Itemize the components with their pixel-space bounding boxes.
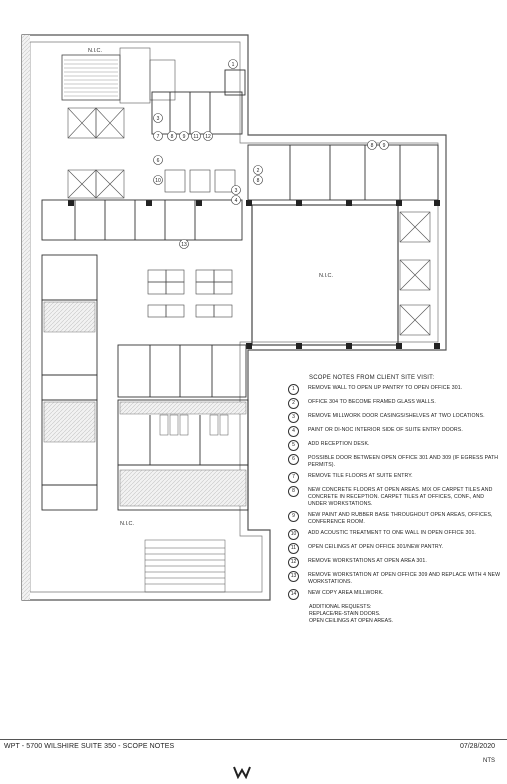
note-text: OPEN CEILINGS AT OPEN OFFICE 301/NEW PAN… bbox=[308, 544, 444, 550]
callout-number: 8 bbox=[257, 178, 260, 184]
note-number-badge: 14 bbox=[288, 589, 299, 600]
scope-note-item: 3 REMOVE MILLWORK DOOR CASINGS/SHELVES AT… bbox=[288, 412, 503, 423]
footer-divider bbox=[0, 739, 507, 740]
sheet-title: WPT - 5700 WILSHIRE SUITE 350 - SCOPE NO… bbox=[4, 743, 175, 750]
callout-marker: 8 bbox=[167, 131, 177, 141]
scope-note-item: 13 REMOVE WORKSTATION AT OPEN OFFICE 309 … bbox=[288, 571, 503, 586]
additional-requests-title: ADDITIONAL REQUESTS: bbox=[309, 604, 372, 610]
note-number-badge: 7 bbox=[288, 472, 299, 483]
callout-marker: 3 bbox=[153, 113, 163, 123]
scope-note-item: 5 ADD RECEPTION DESK. bbox=[288, 440, 503, 451]
scope-note-item: 11 OPEN CEILINGS AT OPEN OFFICE 301/NEW P… bbox=[288, 543, 503, 554]
w-logo-icon bbox=[233, 766, 251, 779]
note-text: REMOVE WALL TO OPEN UP PANTRY TO OPEN OF… bbox=[308, 385, 463, 391]
callout-marker: 9 bbox=[179, 131, 189, 141]
scope-note-item: 7 REMOVE TILE FLOORS AT SUITE ENTRY. bbox=[288, 472, 503, 483]
note-text: ADD ACOUSTIC TREATMENT TO ONE WALL IN OP… bbox=[308, 530, 476, 536]
note-text: NEW CONCRETE FLOORS AT OPEN AREAS. MIX O… bbox=[308, 487, 493, 507]
shafts-right bbox=[399, 211, 431, 336]
note-text: REMOVE WORKSTATIONS AT OPEN AREA 301. bbox=[308, 558, 427, 564]
callout-number: 11 bbox=[193, 134, 198, 140]
callout-marker: 12 bbox=[203, 131, 213, 141]
callout-number: 8 bbox=[371, 143, 374, 149]
note-text: PAINT OR DI-NOC INTERIOR SIDE OF SUITE E… bbox=[308, 427, 463, 433]
callout-number: 7 bbox=[157, 134, 160, 140]
note-text: ADD RECEPTION DESK. bbox=[308, 441, 370, 447]
callout-number: 3 bbox=[157, 116, 160, 122]
note-text: NEW PAINT AND RUBBER BASE THROUGHOUT OPE… bbox=[308, 512, 493, 525]
scope-note-item: 4 PAINT OR DI-NOC INTERIOR SIDE OF SUITE … bbox=[288, 426, 503, 437]
scope-note-item: 9 NEW PAINT AND RUBBER BASE THROUGHOUT OP… bbox=[288, 511, 503, 526]
callout-marker: 4 bbox=[231, 195, 241, 205]
callout-number: 1 bbox=[232, 62, 235, 68]
note-number-badge: 10 bbox=[288, 529, 299, 540]
note-number-badge: 3 bbox=[288, 412, 299, 423]
note-text: REMOVE WORKSTATION AT OPEN OFFICE 309 AN… bbox=[308, 572, 501, 585]
note-number-badge: 1 bbox=[288, 384, 299, 395]
callout-number: 4 bbox=[235, 198, 238, 204]
callout-marker: 10 bbox=[153, 175, 163, 185]
note-number-badge: 8 bbox=[288, 486, 299, 497]
callout-number: 12 bbox=[205, 134, 211, 140]
callout-marker: 8 bbox=[253, 175, 263, 185]
callout-marker: 11 bbox=[191, 131, 201, 141]
scope-note-item: 12 REMOVE WORKSTATIONS AT OPEN AREA 301. bbox=[288, 557, 503, 568]
scope-note-item: 1 REMOVE WALL TO OPEN UP PANTRY TO OPEN O… bbox=[288, 384, 503, 395]
callout-marker: 6 bbox=[153, 155, 163, 165]
scope-note-item: 10 ADD ACOUSTIC TREATMENT TO ONE WALL IN … bbox=[288, 529, 503, 540]
callout-number: 6 bbox=[157, 158, 160, 164]
nic-label-center: N.I.C. bbox=[319, 273, 334, 279]
scope-notes-title: SCOPE NOTES FROM CLIENT SITE VISIT: bbox=[309, 375, 435, 381]
callout-number: 8 bbox=[171, 134, 174, 140]
scope-notes-list: 1 REMOVE WALL TO OPEN UP PANTRY TO OPEN O… bbox=[288, 384, 503, 600]
additional-requests: ADDITIONAL REQUESTS: REPLACE/RE-STAIN DO… bbox=[309, 604, 503, 625]
additional-request-item: REPLACE/RE-STAIN DOORS. bbox=[309, 611, 381, 617]
callout-number: 2 bbox=[257, 168, 260, 174]
callout-marker: 3 bbox=[231, 185, 241, 195]
callout-marker: 2 bbox=[253, 165, 263, 175]
scope-note-item: 8 NEW CONCRETE FLOORS AT OPEN AREAS. MIX … bbox=[288, 486, 503, 508]
callout-marker: 8 bbox=[367, 140, 377, 150]
stair-bottom bbox=[144, 539, 226, 593]
note-number-badge: 4 bbox=[288, 426, 299, 437]
note-number-badge: 12 bbox=[288, 557, 299, 568]
stair-top bbox=[61, 47, 176, 104]
nic-label-top: N.I.C. bbox=[88, 48, 103, 54]
callout-number: 3 bbox=[235, 188, 238, 194]
callout-marker: 7 bbox=[153, 131, 163, 141]
scope-note-item: 6 POSSIBLE DOOR BETWEEN OPEN OFFICE 301 A… bbox=[288, 454, 503, 469]
note-number-badge: 9 bbox=[288, 511, 299, 522]
note-number-badge: 2 bbox=[288, 398, 299, 409]
note-number-badge: 11 bbox=[288, 543, 299, 554]
nic-center-area bbox=[251, 204, 399, 346]
scope-note-item: 2 OFFICE 304 TO BECOME FRAMED GLASS WALLS… bbox=[288, 398, 503, 409]
callout-number: 10 bbox=[155, 178, 161, 184]
note-text: REMOVE TILE FLOORS AT SUITE ENTRY. bbox=[308, 473, 413, 479]
note-text: REMOVE MILLWORK DOOR CASINGS/SHELVES AT … bbox=[308, 413, 485, 419]
scale-label: NTS bbox=[483, 758, 495, 764]
callout-number: 9 bbox=[383, 143, 386, 149]
callout-marker: 1 bbox=[228, 59, 238, 69]
scope-note-item: 14 NEW COPY AREA MILLWORK. bbox=[288, 589, 503, 600]
sheet-date: 07/28/2020 bbox=[459, 743, 495, 750]
nic-label-bottom: N.I.C. bbox=[120, 521, 135, 527]
note-number-badge: 6 bbox=[288, 454, 299, 465]
callout-marker: 13 bbox=[179, 239, 189, 249]
callout-number: 13 bbox=[181, 242, 187, 248]
note-text: NEW COPY AREA MILLWORK. bbox=[308, 590, 384, 596]
callout-number: 9 bbox=[183, 134, 186, 140]
note-text: OFFICE 304 TO BECOME FRAMED GLASS WALLS. bbox=[308, 399, 436, 405]
additional-request-item: OPEN CEILINGS AT OPEN AREAS. bbox=[309, 618, 393, 624]
note-text: POSSIBLE DOOR BETWEEN OPEN OFFICE 301 AN… bbox=[308, 455, 499, 468]
exterior-wall bbox=[21, 34, 447, 601]
callout-marker: 9 bbox=[379, 140, 389, 150]
note-number-badge: 5 bbox=[288, 440, 299, 451]
note-number-badge: 13 bbox=[288, 571, 299, 582]
